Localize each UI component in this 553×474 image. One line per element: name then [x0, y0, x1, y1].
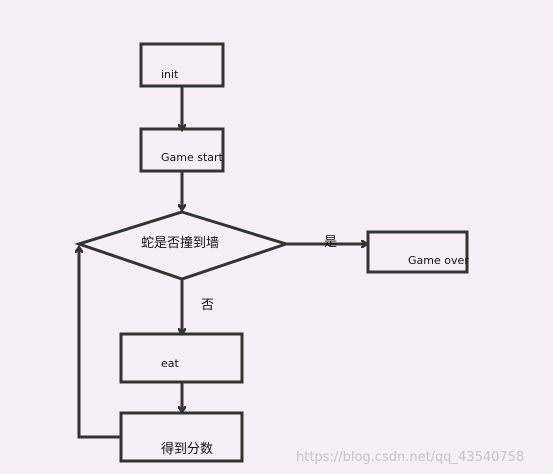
score-label: 得到分数: [161, 441, 213, 457]
eat-label: eat: [161, 357, 180, 370]
no-label: 否: [201, 298, 214, 313]
game-start-node: [139, 127, 225, 173]
game-start-label: Game start: [161, 151, 224, 164]
yes-label: 是: [324, 235, 337, 250]
game-over-label: Game over: [408, 254, 469, 267]
watermark-text: https://blog.csdn.net/qq_43540758: [296, 450, 524, 465]
eat-node: [119, 332, 244, 384]
init-label: init: [161, 68, 179, 81]
game-over-node: [366, 230, 469, 274]
edge-score-loop-to-decision: [79, 248, 121, 439]
decision-label: 蛇是否撞到墙: [141, 236, 219, 251]
init-node: [139, 42, 225, 88]
